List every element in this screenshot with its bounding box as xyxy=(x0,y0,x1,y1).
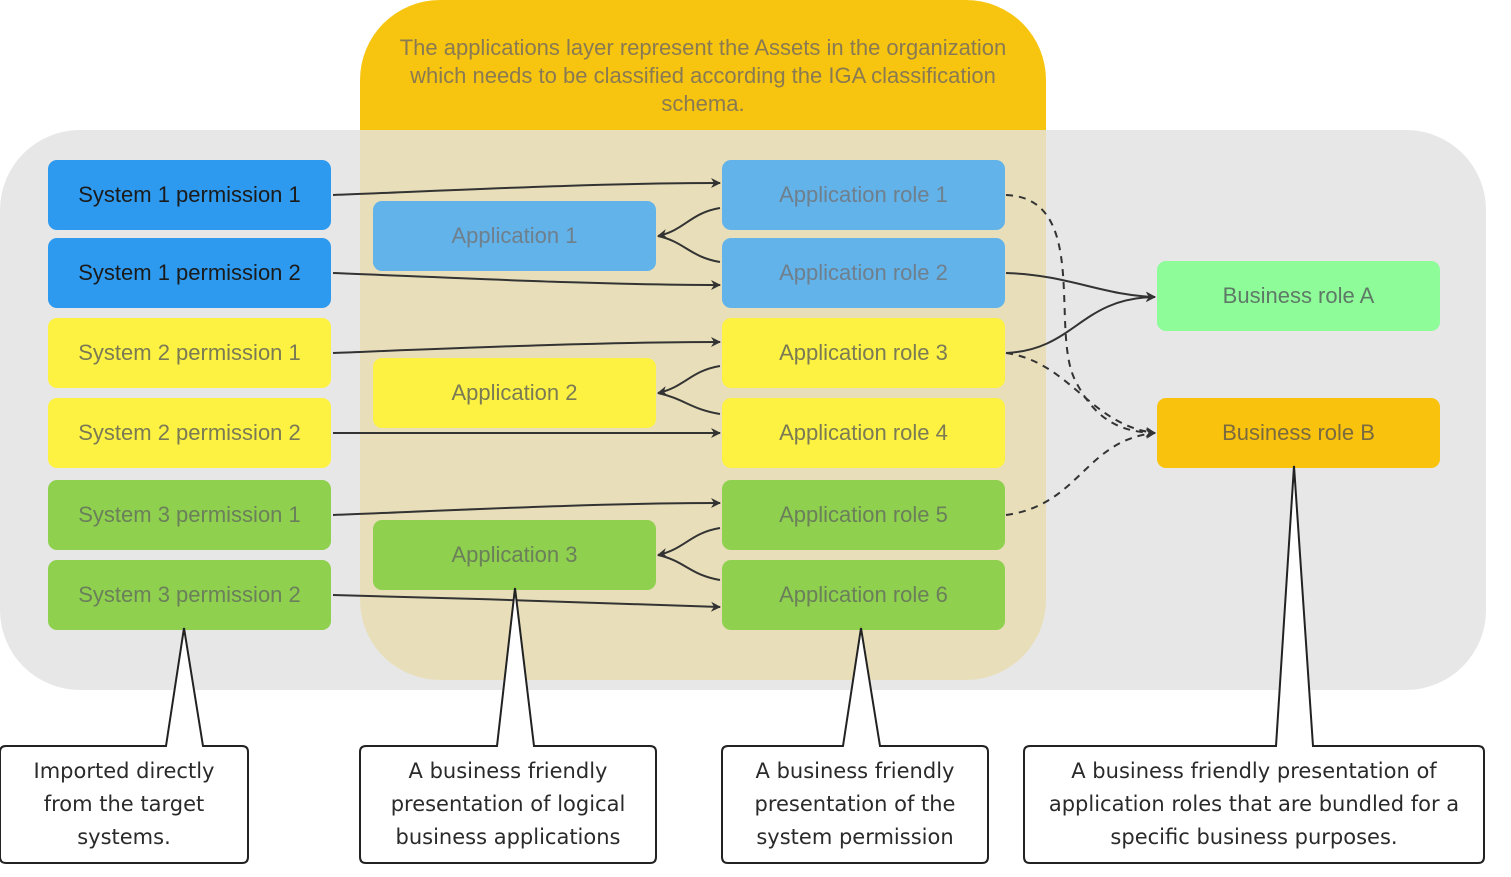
arrow-role3-business-b xyxy=(1005,352,1156,437)
arrow-role3-app2 xyxy=(657,365,721,396)
arrow-role5-app3 xyxy=(657,527,721,558)
system-1-permission-2: System 1 permission 2 xyxy=(48,238,331,308)
arrow-role2-app1 xyxy=(657,235,721,263)
arrow-role6-app3 xyxy=(657,554,721,581)
callout-shape-4 xyxy=(1023,465,1485,864)
arrow-perm1-role1 xyxy=(332,178,721,196)
arrow-role5-business-b xyxy=(1005,428,1156,516)
application-role-6: Application role 6 xyxy=(722,560,1005,630)
applications-layer-title: The applications layer represent the Ass… xyxy=(399,35,1007,116)
callout-business-roles: A business friendly presentation of appl… xyxy=(1048,759,1460,849)
callout-system-permission: A business friendly presentation of the … xyxy=(754,759,956,849)
arrow-perm5-role5 xyxy=(332,498,721,516)
application-3: Application 3 xyxy=(373,520,656,590)
callout-shape-2 xyxy=(359,587,657,864)
system-2-permission-1: System 2 permission 1 xyxy=(48,318,331,388)
arrow-role2-business-a xyxy=(1005,272,1156,302)
business-role-b: Business role B xyxy=(1157,398,1440,468)
system-3-permission-1: System 3 permission 1 xyxy=(48,480,331,550)
system-2-permission-2: System 2 permission 2 xyxy=(48,398,331,468)
arrow-role3-business-a xyxy=(1005,292,1156,354)
application-role-5: Application role 5 xyxy=(722,480,1005,550)
application-role-3: Application role 3 xyxy=(722,318,1005,388)
arrow-role4-app2 xyxy=(657,392,721,415)
system-3-permission-2: System 3 permission 2 xyxy=(48,560,331,630)
arrow-role1-app1 xyxy=(657,207,721,239)
application-role-4: Application role 4 xyxy=(722,398,1005,468)
arrow-perm2-role2 xyxy=(332,272,721,290)
application-role-1: Application role 1 xyxy=(722,160,1005,230)
callout-imported-systems: Imported directly from the target system… xyxy=(33,759,215,849)
arrow-perm3-role3 xyxy=(332,337,721,354)
callout-shape-3 xyxy=(721,627,989,864)
system-1-permission-1: System 1 permission 1 xyxy=(48,160,331,230)
callout-logical-applications: A business friendly presentation of logi… xyxy=(390,759,626,849)
arrow-perm6-role6 xyxy=(332,594,721,612)
callout-shape-1 xyxy=(0,627,249,864)
application-1: Application 1 xyxy=(373,201,656,271)
application-role-2: Application role 2 xyxy=(722,238,1005,308)
arrow-role1-business-b xyxy=(1005,194,1156,438)
business-role-a: Business role A xyxy=(1157,261,1440,331)
application-2: Application 2 xyxy=(373,358,656,428)
